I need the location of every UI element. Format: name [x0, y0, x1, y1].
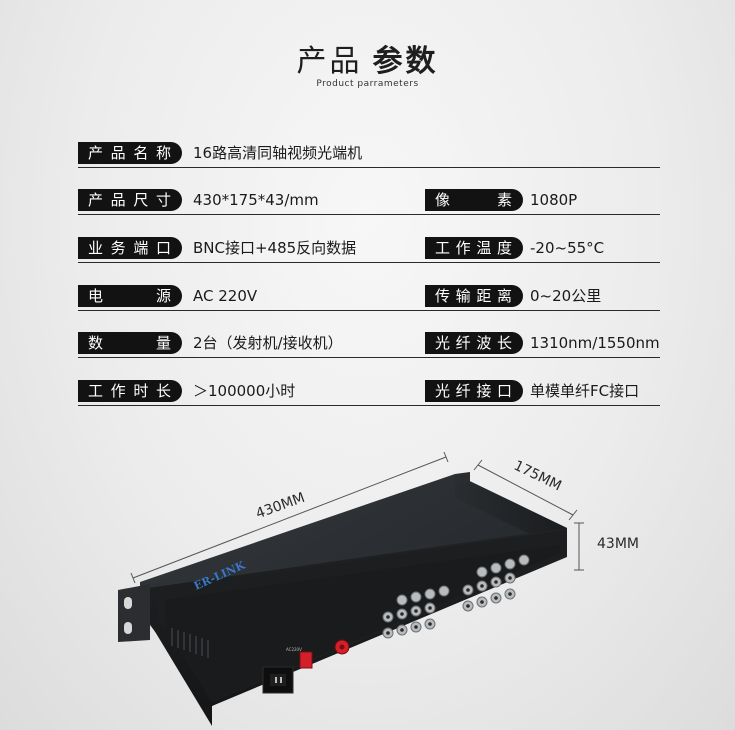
depth-dimension-line	[477, 464, 574, 516]
power-socket	[262, 666, 294, 694]
spec-row-name: 产品名称 16路高清同轴视频光端机	[78, 141, 660, 168]
spec-row-ports: 业务端口 BNC接口+485反向数据 工作温度 -20~55°C	[78, 236, 660, 263]
power-switch	[299, 651, 313, 669]
vent-slots	[171, 628, 209, 658]
spec-value: 1310nm/1550nm	[530, 334, 660, 352]
spec-label: 光纤波长	[425, 332, 523, 354]
spec-label: 工作温度	[425, 237, 523, 259]
title-part-2: 参数	[372, 44, 439, 79]
spec-label: 业务端口	[78, 237, 182, 259]
spec-value: -20~55°C	[530, 239, 605, 257]
spec-row-size: 产品尺寸 430*175*43/mm 像 素 1080P	[78, 188, 660, 215]
rack-ear-left	[118, 584, 150, 642]
spec-row-quantity: 数 量 2台（发射机/接收机） 光纤波长 1310nm/1550nm	[78, 331, 660, 358]
spec-value: 16路高清同轴视频光端机	[193, 144, 363, 162]
dimension-lines	[130, 451, 584, 584]
spec-value: 430*175*43/mm	[193, 191, 319, 209]
width-dimension-line	[132, 456, 447, 579]
spec-label: 产品尺寸	[78, 189, 182, 211]
spec-value: 0~20公里	[530, 287, 602, 305]
spec-label: 数 量	[78, 332, 182, 354]
rack-ear-right	[455, 472, 470, 486]
spec-value: 1080P	[530, 191, 578, 209]
title-part-1: 产品	[296, 44, 363, 79]
spec-value: ＞100000小时	[193, 382, 296, 400]
spec-label: 光纤接口	[425, 380, 523, 402]
spec-row-power: 电 源 AC 220V 传输距离 0~20公里	[78, 284, 660, 311]
power-label: AC220V	[286, 647, 302, 652]
page-title: 产品参数	[0, 36, 735, 80]
spec-row-lifetime: 工作时长 ＞100000小时 光纤接口 单模单纤FC接口	[78, 379, 660, 406]
spec-label: 产品名称	[78, 142, 182, 164]
spec-value: BNC接口+485反向数据	[193, 239, 357, 257]
spec-value: 单模单纤FC接口	[530, 382, 640, 400]
spec-value: 2台（发射机/接收机）	[193, 334, 343, 352]
page-subtitle: Product parrameters	[316, 79, 419, 89]
spec-label: 工作时长	[78, 380, 182, 402]
dimension-height-label: 43MM	[597, 536, 639, 552]
spec-value: AC 220V	[193, 287, 258, 305]
spec-label: 像 素	[425, 189, 523, 211]
spec-label: 传输距离	[425, 285, 523, 307]
spec-label: 电 源	[78, 285, 182, 307]
